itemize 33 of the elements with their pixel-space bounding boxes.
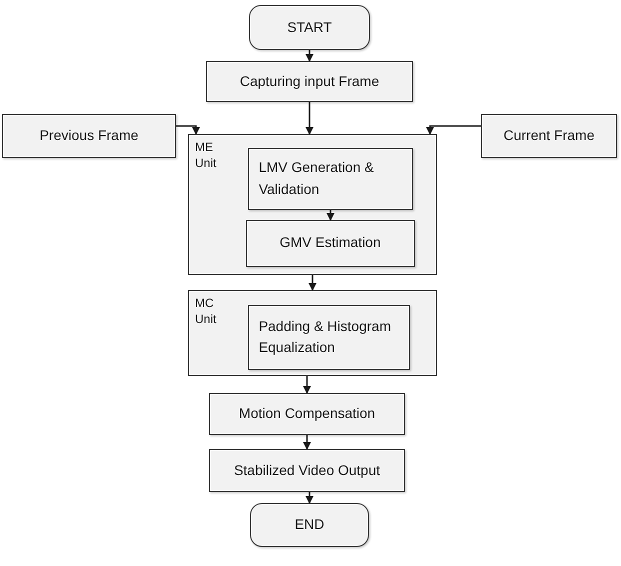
process-box <box>248 304 410 370</box>
box-label: GMV Estimation <box>280 233 381 252</box>
box-label: Capturing input Frame <box>240 72 380 91</box>
unit-container <box>188 134 437 275</box>
process-box <box>2 114 176 158</box>
box-label: Padding & Histogram Equalization <box>258 316 392 358</box>
box-label: Previous Frame <box>40 126 138 146</box>
arrow <box>306 492 314 504</box>
process-box <box>206 61 413 102</box>
arrow <box>306 102 314 135</box>
arrow <box>303 435 311 450</box>
arrow <box>426 125 481 135</box>
arrow <box>326 210 334 221</box>
box-label: Stabilized Video Output <box>234 460 380 480</box>
process-box <box>246 220 415 267</box>
box-label: Motion Compensation <box>238 404 376 424</box>
process-box <box>481 114 617 158</box>
process-box <box>248 148 413 210</box>
process-box <box>209 449 405 492</box>
box-label: START <box>287 18 332 37</box>
unit-label: ME Unit <box>195 140 218 172</box>
box-label: LMV Generation & Validation <box>258 158 375 199</box>
box-label: Current Frame <box>503 126 595 146</box>
terminal-box <box>249 5 370 50</box>
unit-container <box>188 290 437 376</box>
arrow <box>306 50 314 62</box>
box-label: END <box>294 515 324 534</box>
process-box <box>209 393 405 435</box>
arrow <box>308 275 316 291</box>
arrow <box>303 376 311 394</box>
arrow <box>176 125 200 135</box>
unit-label: MC Unit <box>195 296 218 328</box>
terminal-box <box>250 503 369 547</box>
